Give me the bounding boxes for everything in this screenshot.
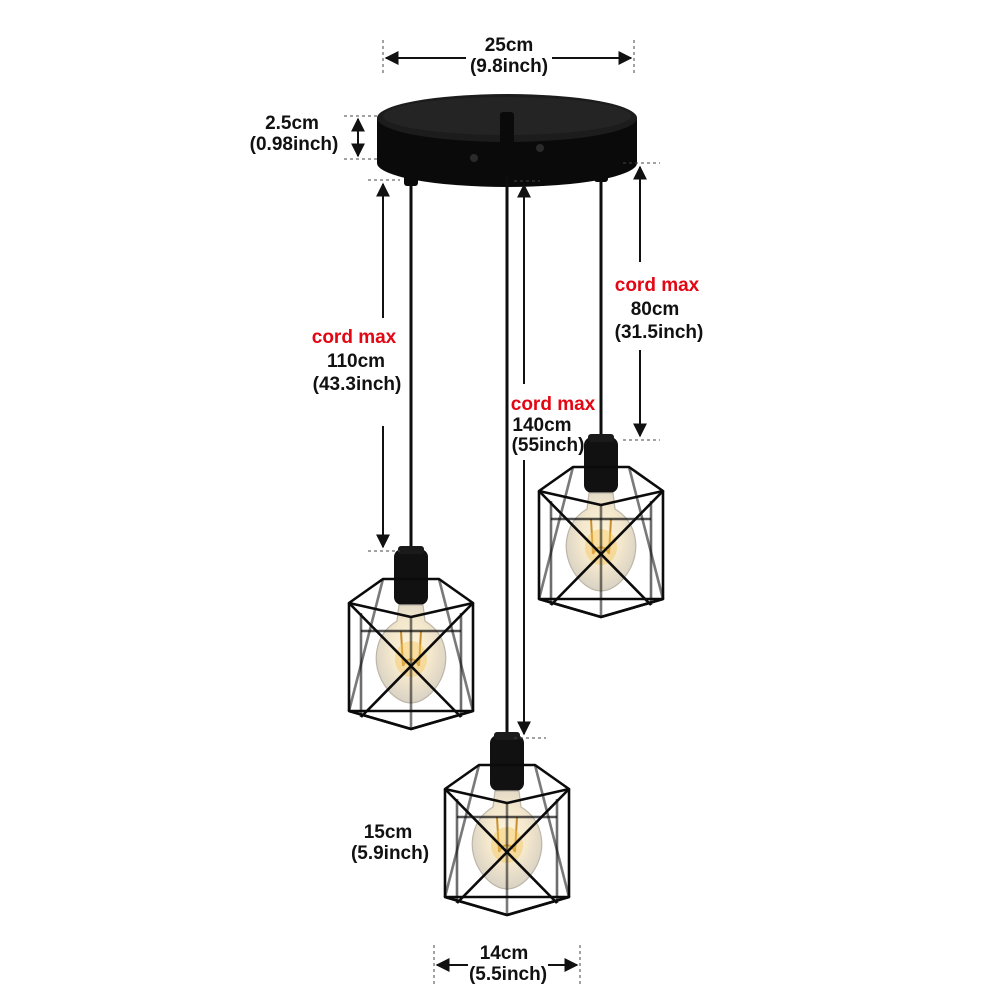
cord-right-metric: 80cm	[631, 299, 680, 320]
cord-right-prefix: cord max	[615, 275, 700, 296]
dimension-cord-right: cord max 80cm (31.5inch)	[615, 162, 704, 441]
canopy-width-metric: 25cm	[485, 35, 534, 56]
cord-center-metric: 140cm	[512, 415, 571, 436]
pendant-right	[537, 434, 665, 619]
shade-height-metric: 15cm	[364, 822, 413, 843]
canopy-height-metric: 2.5cm	[265, 113, 319, 134]
cord-center-imperial: (55inch)	[512, 435, 585, 456]
pendant-left	[347, 546, 475, 731]
dimension-cord-center: cord max 140cm (55inch)	[511, 180, 596, 739]
cord-center-prefix: cord max	[511, 394, 596, 415]
shade-height-imperial: (5.9inch)	[351, 843, 429, 864]
dimension-canopy-width: 25cm (9.8inch)	[382, 35, 635, 77]
canopy-height-imperial: (0.98inch)	[250, 134, 339, 155]
dimension-shade-width: 14cm (5.5inch)	[433, 943, 581, 985]
cord-right-imperial: (31.5inch)	[615, 322, 704, 343]
pendant-center	[443, 732, 571, 917]
shade-width-metric: 14cm	[480, 943, 529, 964]
dimension-shade-height: 15cm (5.9inch)	[351, 822, 429, 864]
cord-left-metric: 110cm	[327, 351, 385, 372]
ceiling-canopy	[377, 94, 637, 187]
pendant-cords	[409, 176, 603, 752]
shade-width-imperial: (5.5inch)	[469, 964, 547, 985]
dimension-canopy-height: 2.5cm (0.98inch)	[250, 113, 378, 160]
cord-left-imperial: (43.3inch)	[313, 374, 402, 395]
cord-left-prefix: cord max	[312, 327, 397, 348]
canopy-width-imperial: (9.8inch)	[470, 56, 548, 77]
dimension-cord-left: cord max 110cm (43.3inch)	[312, 179, 402, 552]
